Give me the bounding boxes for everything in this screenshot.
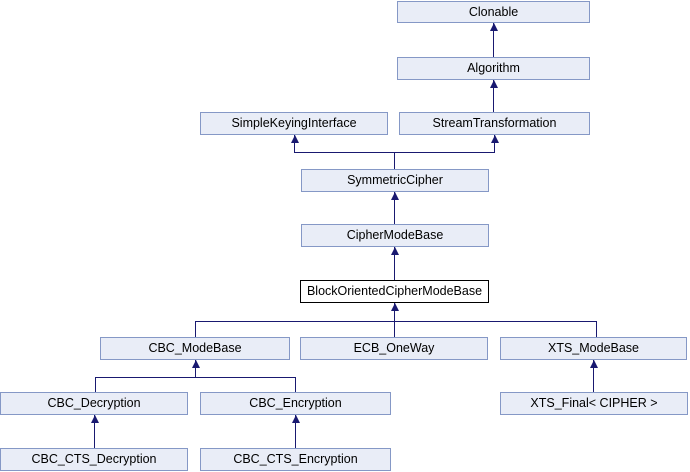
edge-block-oriented-cipher-mode-base-line bbox=[394, 247, 395, 280]
class-node-ecb-one-way[interactable]: ECB_OneWay bbox=[300, 337, 488, 360]
class-node-clonable[interactable]: Clonable bbox=[397, 1, 590, 23]
edge-cipher-mode-base-symmetric-cipher-arrowhead bbox=[391, 192, 399, 200]
edge-cbc-decryption-stub-line bbox=[95, 377, 96, 392]
edge-cbc-riser-line bbox=[195, 360, 196, 377]
edge-cbc-branch-line bbox=[95, 377, 296, 378]
edge-symmetric-cipher-simple-keying-interface-line bbox=[294, 135, 295, 152]
class-node-algorithm[interactable]: Algorithm bbox=[397, 57, 590, 80]
edge-stream-transformation-algorithm-arrowhead bbox=[490, 80, 498, 88]
edge-ecb-one-way-riser-line bbox=[394, 303, 395, 337]
edge-cbc-mode-base-stub-line bbox=[195, 321, 196, 337]
class-node-cipher-mode-base[interactable]: CipherModeBase bbox=[301, 224, 489, 247]
edge-algorithm-clonable-line bbox=[493, 23, 494, 57]
edge-symmetric-cipher-simple-keying-interface-arrowhead bbox=[291, 135, 299, 143]
edge-xts-final-line bbox=[593, 360, 594, 392]
edge-cbc-cts-decryption-line bbox=[94, 415, 95, 448]
edge-algorithm-clonable-arrowhead bbox=[490, 23, 498, 31]
class-node-symmetric-cipher[interactable]: SymmetricCipher bbox=[301, 169, 489, 192]
edge-symmetric-cipher-branch-line bbox=[294, 152, 495, 153]
class-node-cbc-mode-base[interactable]: CBC_ModeBase bbox=[100, 337, 290, 360]
class-node-cbc-cts-decryption[interactable]: CBC_CTS_Decryption bbox=[0, 448, 188, 471]
edge-cbc-cts-encryption-arrowhead bbox=[292, 415, 300, 423]
edge-cbc-arrowhead bbox=[192, 360, 200, 368]
edge-symmetric-cipher-stub-line bbox=[394, 152, 395, 169]
edge-stream-transformation-algorithm-line bbox=[493, 80, 494, 112]
edge-xts-final-arrowhead bbox=[590, 360, 598, 368]
edge-children-branch-line bbox=[195, 321, 597, 322]
edge-cbc-cts-encryption-line bbox=[295, 415, 296, 448]
edge-symmetric-cipher-stream-transformation-arrowhead bbox=[491, 135, 499, 143]
edge-block-oriented-cipher-mode-base-arrowhead bbox=[391, 247, 399, 255]
class-node-cbc-cts-encryption[interactable]: CBC_CTS_Encryption bbox=[200, 448, 391, 471]
class-node-xts-final[interactable]: XTS_Final< CIPHER > bbox=[500, 392, 688, 415]
edge-cbc-cts-decryption-arrowhead bbox=[91, 415, 99, 423]
class-node-block-oriented-cipher-mode-base: BlockOrientedCipherModeBase bbox=[300, 280, 489, 303]
class-node-stream-transformation[interactable]: StreamTransformation bbox=[399, 112, 590, 135]
class-node-xts-mode-base[interactable]: XTS_ModeBase bbox=[500, 337, 687, 360]
edge-cbc-encryption-stub-line bbox=[295, 377, 296, 392]
edge-xts-mode-base-stub-line bbox=[596, 321, 597, 337]
edge-symmetric-cipher-stream-transformation-line bbox=[494, 135, 495, 152]
class-node-cbc-encryption[interactable]: CBC_Encryption bbox=[200, 392, 391, 415]
edge-children-arrowhead bbox=[391, 303, 399, 311]
class-node-cbc-decryption[interactable]: CBC_Decryption bbox=[0, 392, 188, 415]
class-node-simple-keying-interface[interactable]: SimpleKeyingInterface bbox=[200, 112, 388, 135]
edge-cipher-mode-base-symmetric-cipher-line bbox=[394, 192, 395, 224]
